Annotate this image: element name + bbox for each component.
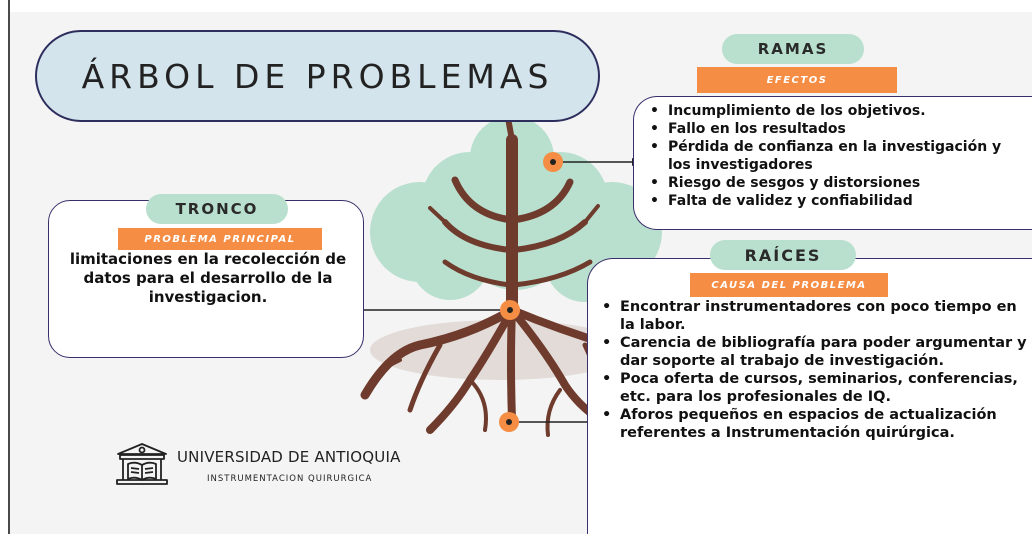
ramas-tag: EFECTOS <box>697 67 897 93</box>
ramas-item: Pérdida de confianza en la investigación… <box>648 138 1028 174</box>
tronco-box <box>48 200 364 358</box>
title-banner: ÁRBOL DE PROBLEMAS <box>35 30 600 122</box>
page-title: ÁRBOL DE PROBLEMAS <box>81 56 554 96</box>
raices-item: Aforos pequeños en espacios de actualiza… <box>600 406 1030 442</box>
tronco-text: limitaciones en la recolección de datos … <box>69 250 347 306</box>
raices-tag: CAUSA DEL PROBLEMA <box>690 273 888 297</box>
ramas-list: Incumplimiento de los objetivos. Fallo e… <box>648 102 1028 210</box>
tronco-label: TRONCO <box>146 194 288 224</box>
raices-item: Carencia de bibliografía para poder argu… <box>600 334 1030 370</box>
university-building-book-icon <box>116 443 168 485</box>
ground-shadow <box>370 320 630 380</box>
program-name: INSTRUMENTACION QUIRURGICA <box>207 474 373 484</box>
raices-list: Encontrar instrumentadores con poco tiem… <box>600 298 1030 442</box>
ramas-item: Riesgo de sesgos y distorsiones <box>648 174 1028 192</box>
ramas-label: RAMAS <box>722 34 864 64</box>
ramas-item: Falta de validez y confiabilidad <box>648 192 1028 210</box>
raices-item: Poca oferta de cursos, seminarios, confe… <box>600 370 1030 406</box>
raices-label: RAÍCES <box>710 240 856 270</box>
raices-item: Encontrar instrumentadores con poco tiem… <box>600 298 1030 334</box>
left-edge-divider <box>8 0 10 534</box>
ramas-item: Fallo en los resultados <box>648 120 1028 138</box>
tronco-tag: PROBLEMA PRINCIPAL <box>118 228 322 250</box>
university-name: UNIVERSIDAD DE ANTIOQUIA <box>177 448 401 466</box>
ramas-item: Incumplimiento de los objetivos. <box>648 102 1028 120</box>
